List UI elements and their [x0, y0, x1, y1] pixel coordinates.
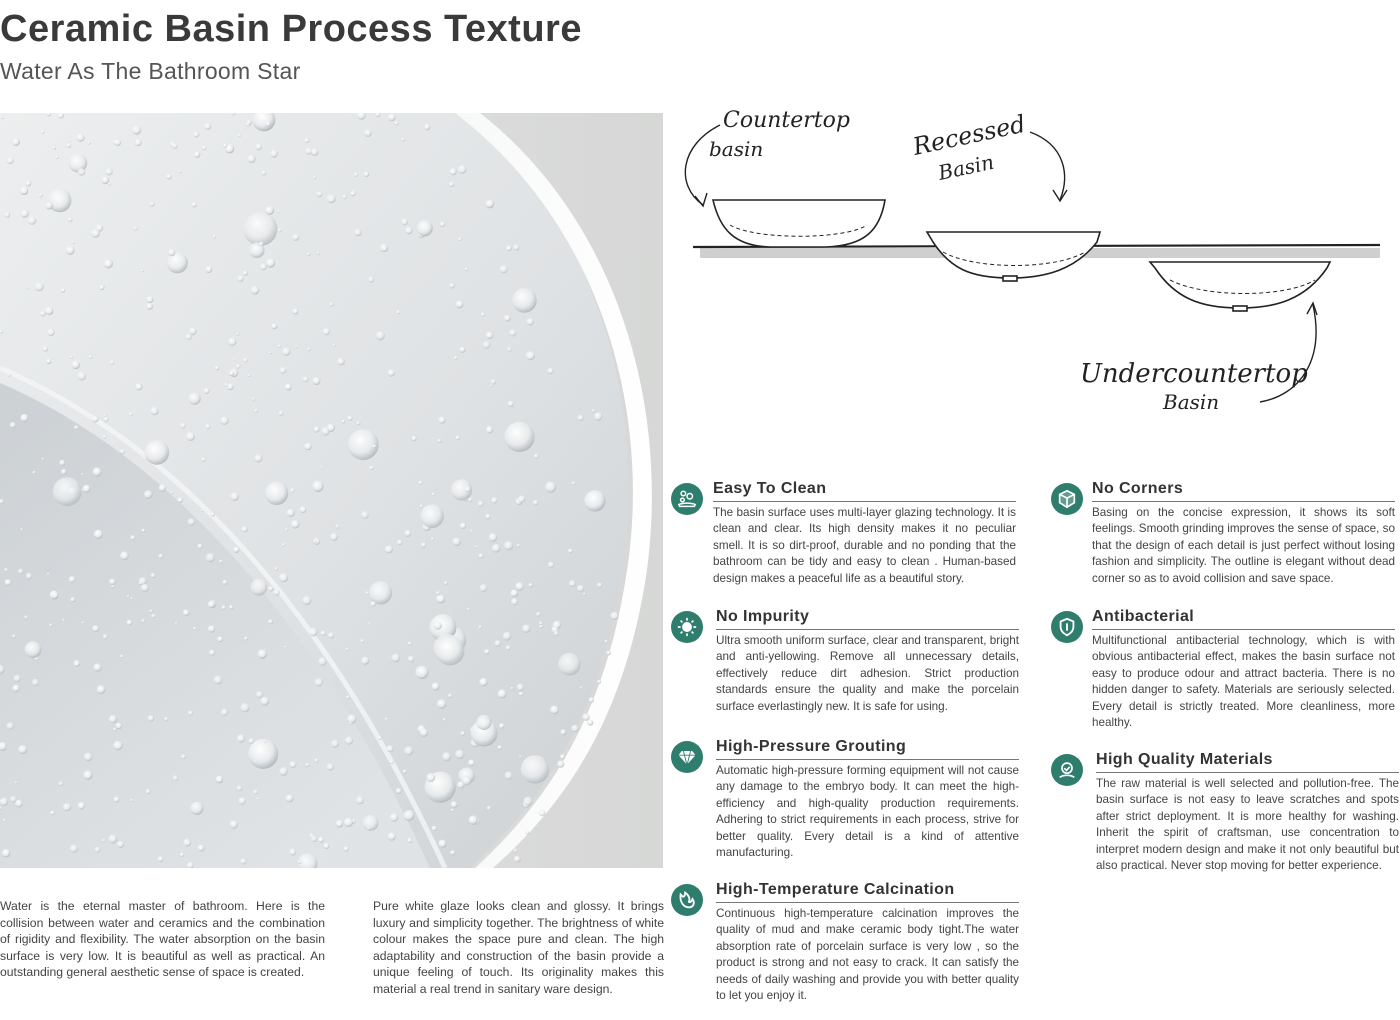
feature-title: No Corners	[1092, 480, 1184, 497]
label-undercounter-2: Basin	[1162, 390, 1219, 414]
countertop-basin-drawing	[711, 199, 886, 248]
feature-text: Automatic high-pressure forming equipmen…	[716, 764, 1019, 860]
page-subtitle: Water As The Bathroom Star	[0, 58, 301, 84]
flame-icon	[671, 884, 703, 916]
cube-icon	[1051, 483, 1083, 515]
bubbles-icon	[671, 483, 703, 515]
basin-types-sketch: Countertop basin Recessed Basin Undercou…	[675, 100, 1390, 430]
label-countertop: Countertop	[723, 108, 850, 133]
feature-title: Easy To Clean	[713, 480, 827, 497]
page-title: Ceramic Basin Process Texture	[0, 8, 582, 50]
feature-text: Continuous high-temperature calcination …	[716, 907, 1019, 1003]
label-recessed: Recessed	[909, 110, 1027, 161]
recessed-basin-drawing	[925, 231, 1102, 279]
feature-text: Multifunctional antibacterial technology…	[1092, 634, 1395, 730]
label-countertop-2: basin	[709, 137, 763, 161]
label-recessed-2: Basin	[935, 150, 996, 185]
feature-title: No Impurity	[716, 608, 810, 625]
diamond-icon	[671, 741, 703, 773]
caption-water: Water is the eternal master of bathroom.…	[0, 899, 325, 980]
shield-icon	[1051, 611, 1083, 643]
label-undercounter: Undercountertop	[1080, 359, 1308, 389]
caption-glaze: Pure white glaze looks clean and glossy.…	[373, 899, 664, 996]
sun-icon	[671, 611, 703, 643]
feature-text: Ultra smooth uniform surface, clear and …	[716, 634, 1019, 713]
basin-water-photo	[0, 113, 663, 868]
feature-title: Antibacterial	[1092, 608, 1195, 625]
feature-title: High-Pressure Grouting	[716, 738, 907, 755]
badge-icon	[1051, 754, 1083, 786]
feature-text: The raw material is well selected and po…	[1096, 777, 1399, 873]
feature-text: Basing on the concise expression, it sho…	[1092, 506, 1395, 585]
feature-title: High Quality Materials	[1096, 751, 1273, 768]
feature-title: High-Temperature Calcination	[716, 881, 955, 898]
feature-text: The basin surface uses multi-layer glazi…	[713, 506, 1016, 585]
